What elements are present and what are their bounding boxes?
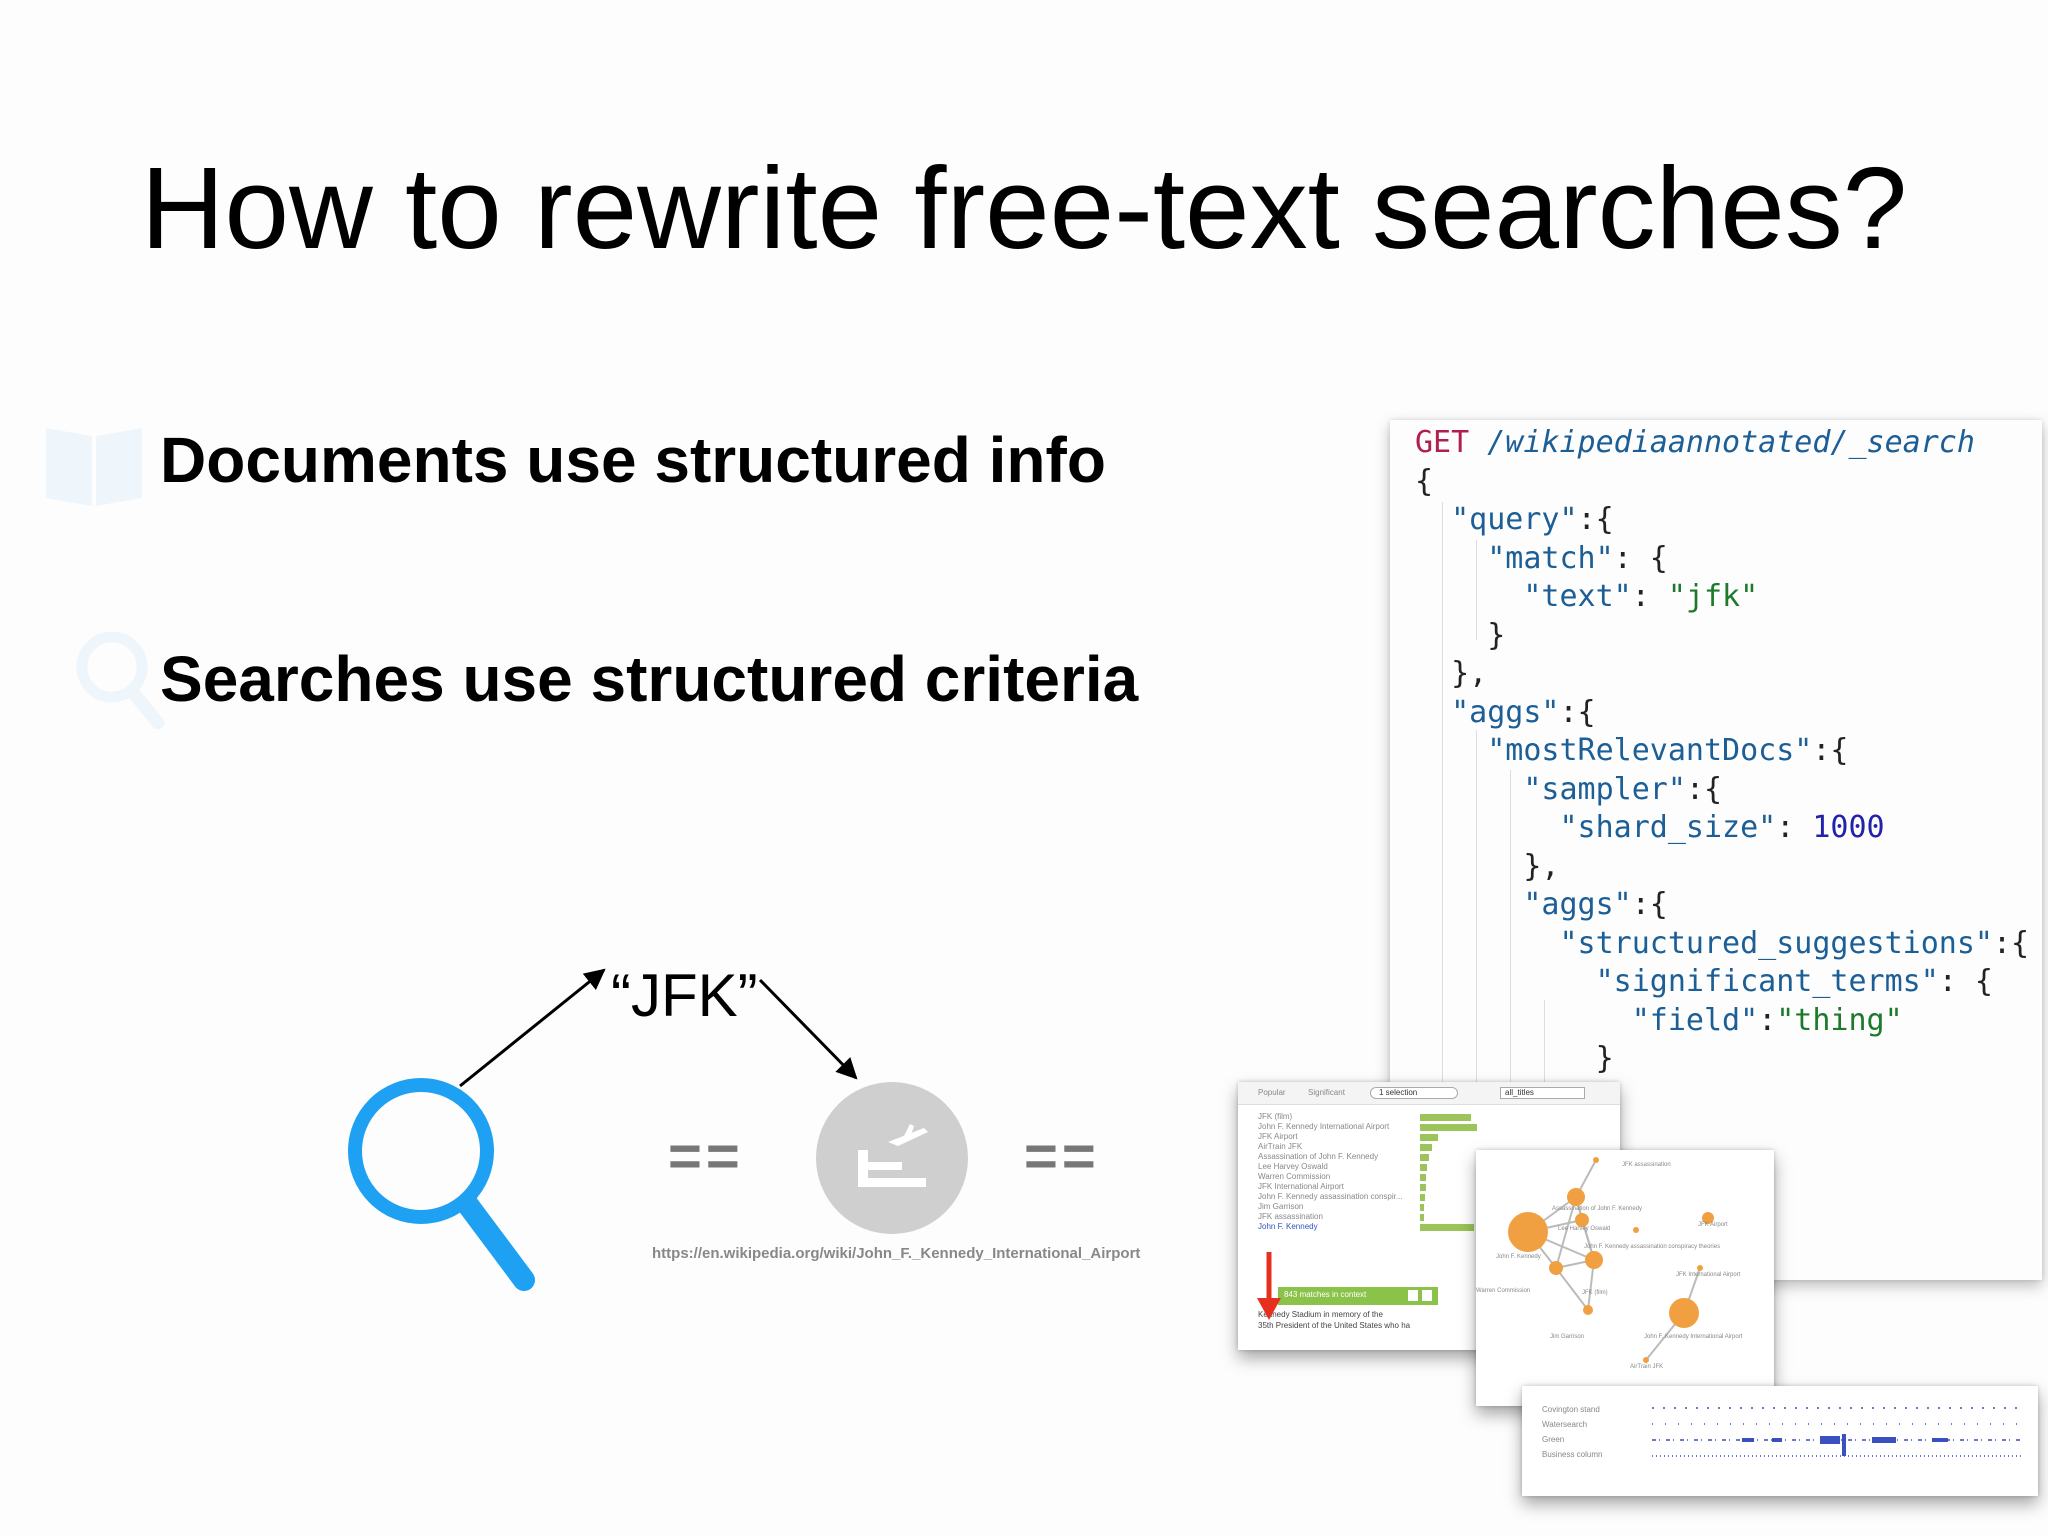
list-item[interactable]: John F. Kennedy assassination conspir... — [1258, 1192, 1403, 1201]
term-bar — [1420, 1114, 1471, 1121]
list-item[interactable]: John F. Kennedy — [1258, 1222, 1318, 1231]
term-bar — [1420, 1194, 1425, 1201]
list-item[interactable]: JFK assassination — [1258, 1212, 1323, 1221]
graph-node-label: JFK assassination — [1622, 1162, 1671, 1168]
book-icon — [46, 428, 142, 506]
term-bar — [1420, 1134, 1438, 1141]
term-bar — [1420, 1224, 1474, 1231]
graph-network — [1508, 1157, 1714, 1363]
term-bar — [1420, 1144, 1432, 1151]
term-bar — [1420, 1214, 1424, 1221]
next-match-button[interactable] — [1422, 1290, 1432, 1301]
equals-right: == — [1024, 1124, 1100, 1189]
http-method: GET — [1415, 425, 1470, 460]
graph-node-label: John F. Kennedy — [1496, 1254, 1541, 1260]
list-item[interactable]: JFK (film) — [1258, 1112, 1293, 1121]
term-list: JFK (film) John F. Kennedy International… — [1258, 1112, 1458, 1232]
bullet-documents: Documents use structured info — [160, 424, 1106, 496]
graph-node-label: John F. Kennedy assassination conspiracy… — [1584, 1244, 1721, 1250]
matches-bar[interactable]: 843 matches in context — [1278, 1287, 1438, 1305]
graph-node-label: AirTrain JFK — [1630, 1364, 1664, 1370]
graph-node-label: Lee Harvey Oswald — [1558, 1226, 1611, 1232]
graph-node-label: John F. Kennedy International Airport — [1644, 1334, 1743, 1340]
term-bars — [1420, 1114, 1500, 1244]
graph-node-label: JFK Airport — [1698, 1222, 1728, 1228]
list-item[interactable]: Jim Garrison — [1258, 1202, 1304, 1211]
prev-match-button[interactable] — [1408, 1290, 1418, 1301]
list-item[interactable]: JFK International Airport — [1258, 1182, 1344, 1191]
timeline-labels: Covington stand Watersearch Green Busine… — [1542, 1405, 1603, 1459]
term-bar — [1420, 1204, 1424, 1211]
search-icon — [76, 631, 165, 730]
list-item[interactable]: John F. Kennedy International Airport — [1258, 1122, 1390, 1131]
graph-node-label: Warren Commission — [1476, 1288, 1531, 1294]
thumbnail-timeline: Covington stand Watersearch Green Busine… — [1522, 1386, 2038, 1496]
list-item[interactable]: AirTrain JFK — [1258, 1142, 1303, 1151]
red-arrow-icon — [1257, 1252, 1281, 1320]
airport-icon — [816, 1082, 968, 1234]
term-bar — [1420, 1124, 1477, 1131]
term-bar — [1420, 1164, 1427, 1171]
arrow-query-to-airport — [758, 978, 858, 1080]
snippet-line-2: 35th President of the United States who … — [1258, 1321, 1411, 1330]
list-item[interactable]: JFK Airport — [1258, 1132, 1298, 1141]
term-bar — [1420, 1184, 1426, 1191]
list-item[interactable]: Assassination of John F. Kennedy — [1258, 1152, 1379, 1161]
code-block: GET /wikipediaannotated/_search { "query… — [1415, 425, 2030, 1076]
arrow-search-to-query — [459, 968, 606, 1088]
query-label: “JFK” — [611, 962, 758, 1029]
thumbnail-graph: JFK assassination Assassination of John … — [1476, 1150, 1774, 1406]
timeline-sparklines — [1652, 1407, 2022, 1457]
term-bar — [1420, 1174, 1426, 1181]
request-path: /wikipediaannotated/_search — [1487, 425, 1975, 460]
slide-title: How to rewrite free-text searches? — [140, 143, 1908, 273]
bullet-searches: Searches use structured criteria — [160, 643, 1139, 715]
equals-left: == — [668, 1124, 744, 1189]
graph-node-label: Assassination of John F. Kennedy — [1552, 1206, 1643, 1212]
term-bar — [1420, 1154, 1429, 1161]
wikipedia-url[interactable]: https://en.wikipedia.org/wiki/John_F._Ke… — [652, 1245, 1141, 1262]
list-item[interactable]: Lee Harvey Oswald — [1258, 1162, 1328, 1171]
thumbnail-toolbar: Popular Significant 1 selection all_titl… — [1238, 1082, 1620, 1105]
list-item[interactable]: Warren Commission — [1258, 1172, 1331, 1181]
snippet-line-1: Kennedy Stadium in memory of the — [1258, 1310, 1383, 1319]
magnifier-icon — [348, 1078, 535, 1291]
graph-node-label: JFK (film) — [1582, 1290, 1608, 1296]
graph-node-label: Jim Garrison — [1550, 1334, 1585, 1340]
graph-node-label: JFK International Airport — [1676, 1272, 1741, 1278]
